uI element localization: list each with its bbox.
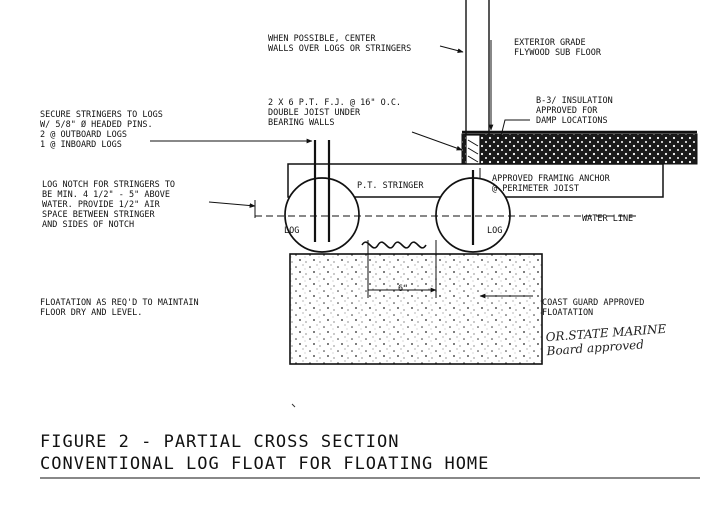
perimeter-joist <box>465 134 481 166</box>
note-center-walls: WHEN POSSIBLE, CENTER WALLS OVER LOGS OR… <box>268 34 412 54</box>
label-stringer: P.T. STRINGER <box>357 181 424 191</box>
squiggle <box>361 241 427 249</box>
caption-line-2: CONVENTIONAL LOG FLOAT FOR FLOATING HOME <box>40 454 490 474</box>
headed-pins <box>313 140 475 245</box>
stray-mark <box>291 403 296 408</box>
note-floatation: FLOATATION AS REQ'D TO MAINTAIN FLOOR DR… <box>40 298 199 318</box>
note-log-notch: LOG NOTCH FOR STRINGERS TO BE MIN. 4 1/2… <box>42 180 176 230</box>
note-subfloor: EXTERIOR GRADE FLYWOOD SUB FLOOR <box>514 38 601 58</box>
dimension <box>367 240 437 298</box>
leaders <box>150 40 533 299</box>
note-coast-guard: COAST GUARD APPROVED FLOATATION <box>542 298 645 318</box>
insulation-band <box>461 133 698 165</box>
note-joist: 2 X 6 P.T. F.J. @ 16" O.C. DOUBLE JOIST … <box>268 98 402 128</box>
wall <box>465 0 490 136</box>
dimension-label: 6" <box>398 284 409 294</box>
note-secure-stringers: SECURE STRINGERS TO LOGS W/ 5/8" Ø HEADE… <box>40 110 163 150</box>
floatation-block <box>289 253 543 365</box>
label-log-right: LOG <box>487 226 503 236</box>
caption-line-1: FIGURE 2 - PARTIAL CROSS SECTION <box>40 432 400 452</box>
log-left <box>284 177 360 253</box>
note-insulation: B-3/ INSULATION APPROVED FOR DAMP LOCATI… <box>536 96 613 126</box>
label-water-line: WATER LINE <box>582 214 634 224</box>
framing-anchor-marks <box>467 139 479 163</box>
label-log-left: LOG <box>284 226 300 236</box>
note-framing-anchor: APPROVED FRAMING ANCHOR @ PERIMETER JOIS… <box>492 174 610 194</box>
